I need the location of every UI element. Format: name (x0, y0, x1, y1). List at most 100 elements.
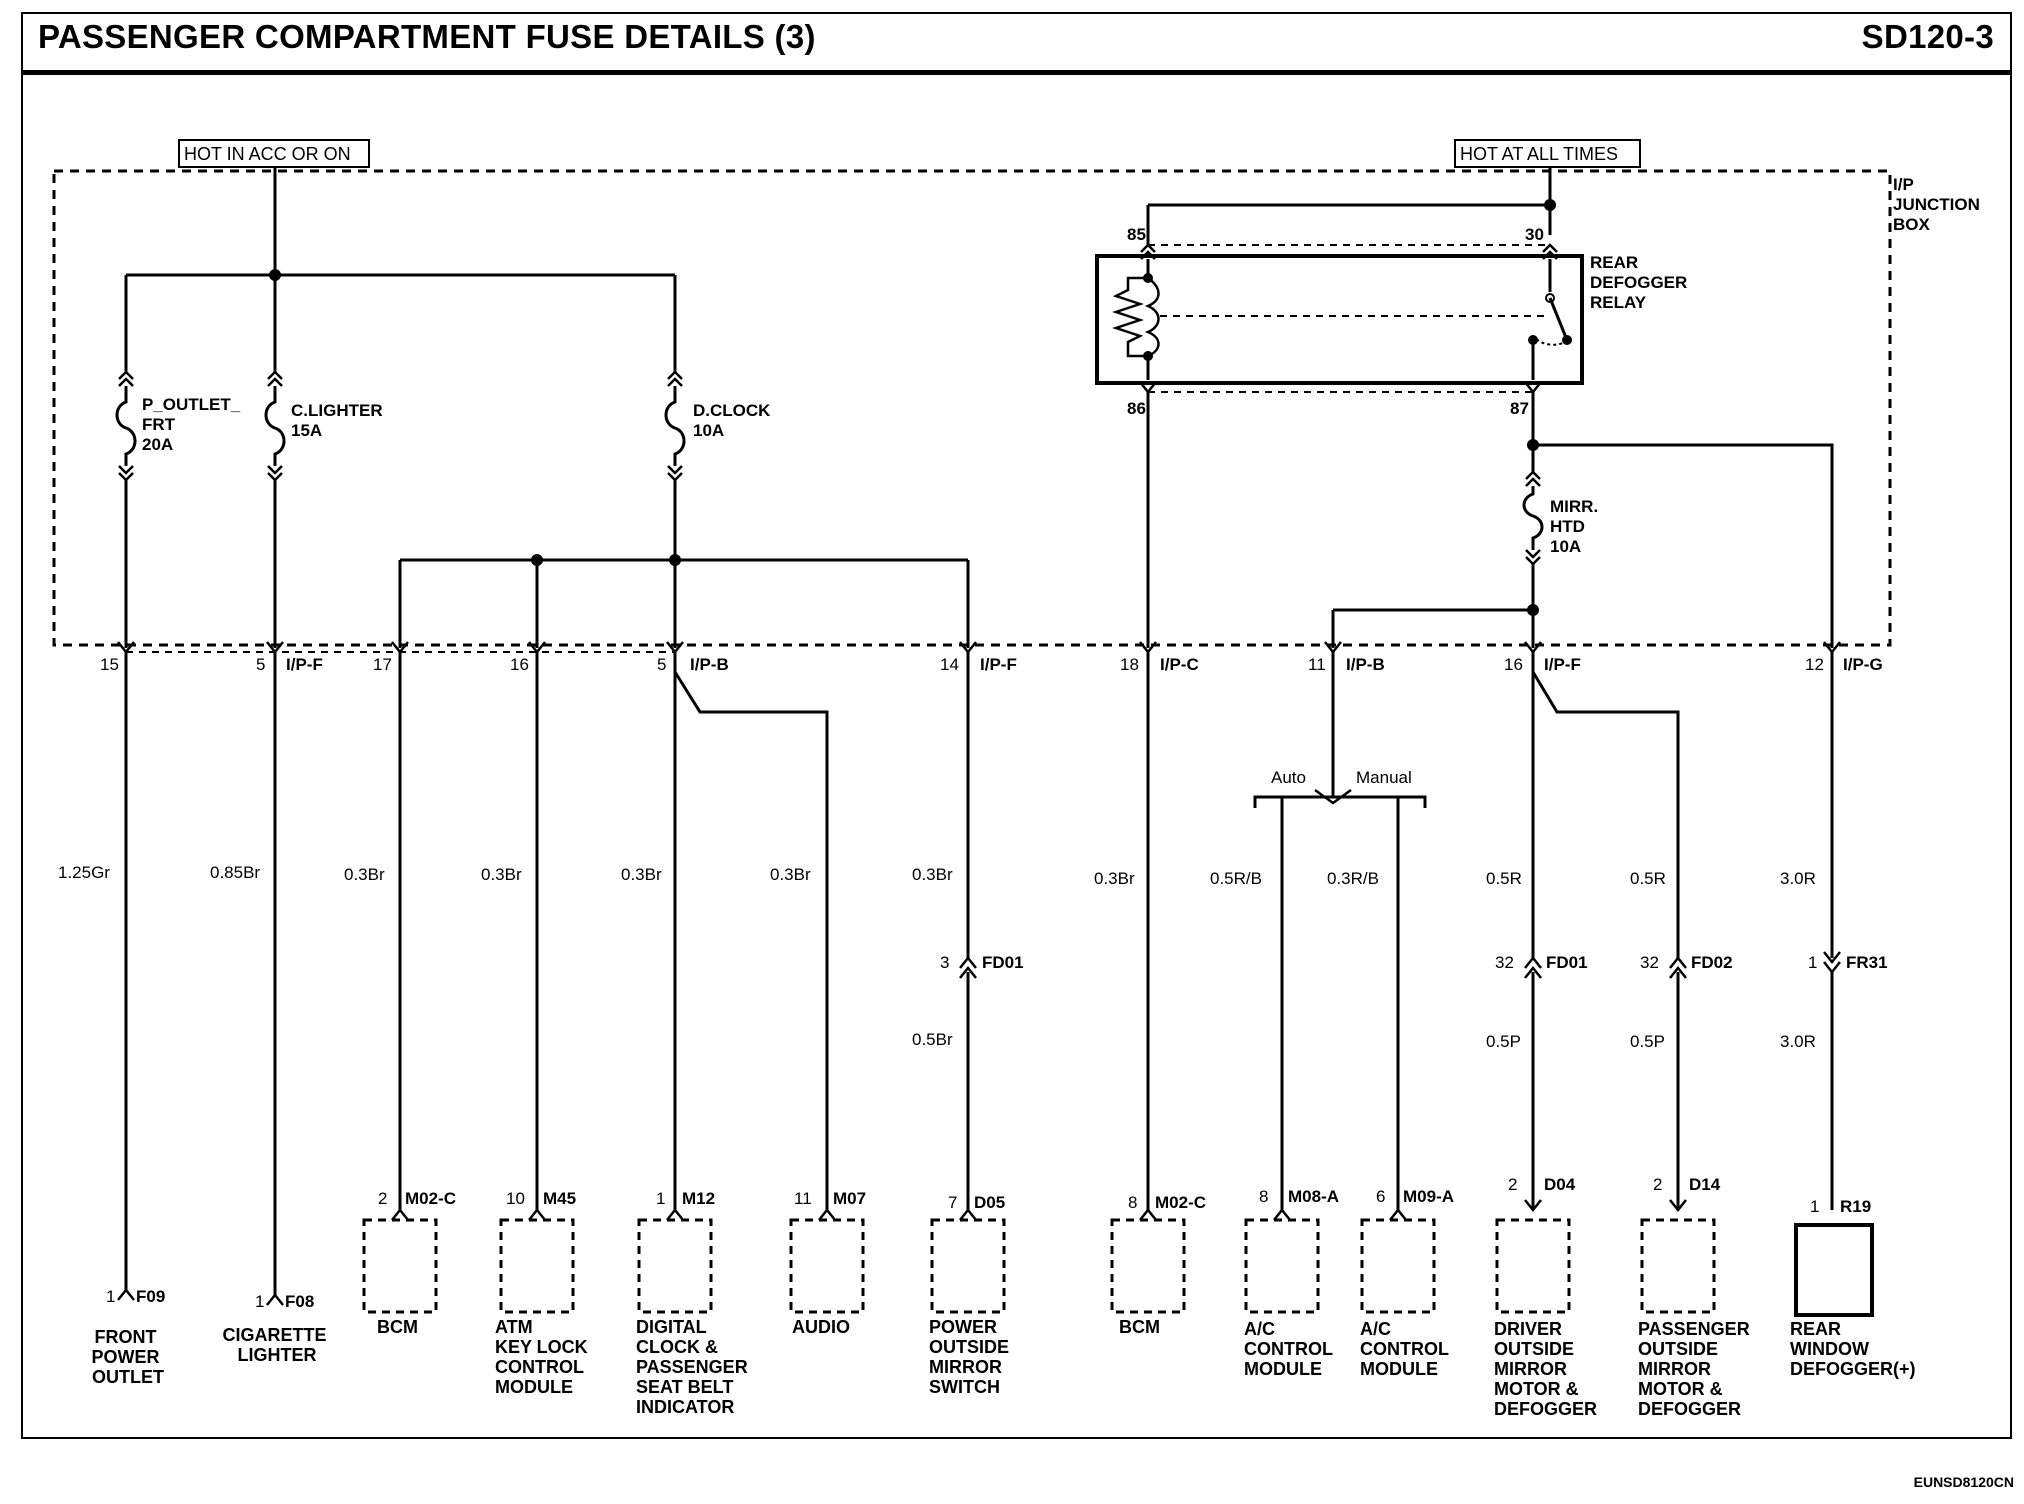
component-driver-mirror: DRIVER OUTSIDE MIRROR MOTOR & DEFOGGER (1494, 1319, 1597, 1419)
page-title: PASSENGER COMPARTMENT FUSE DETAILS (3) (38, 18, 816, 55)
svg-text:I/P-G: I/P-G (1843, 655, 1883, 674)
svg-text:8: 8 (1128, 1193, 1137, 1212)
svg-text:0.5R/B: 0.5R/B (1210, 869, 1262, 888)
fuse-label-mirr-htd: MIRR. HTD 10A (1550, 497, 1603, 556)
component-connector-labels: 1 F09 1 F08 2 M02-C 10 M45 1 M12 11 M07 … (106, 1175, 1871, 1311)
svg-text:0.3R/B: 0.3R/B (1327, 869, 1379, 888)
svg-text:0.85Br: 0.85Br (210, 863, 260, 882)
component-boxes (362, 1218, 1716, 1314)
component-cigarette-lighter: CIGARETTE LIGHTER (222, 1325, 331, 1365)
diagram-frame (21, 12, 2012, 1439)
svg-text:0.3Br: 0.3Br (481, 865, 522, 884)
svg-text:D14: D14 (1689, 1175, 1721, 1194)
splice-acc-bus (269, 269, 281, 281)
svg-text:3.0R: 3.0R (1780, 1032, 1816, 1051)
clock-bus (398, 558, 970, 648)
svg-text:1: 1 (1810, 1197, 1819, 1216)
component-passenger-mirror: PASSENGER OUTSIDE MIRROR MOTOR & DEFOGGE… (1638, 1319, 1755, 1419)
relay-pin-30: 30 (1525, 225, 1544, 244)
fuse-c-lighter (264, 370, 286, 648)
rear-defogger-relay (1095, 167, 1584, 648)
svg-text:R19: R19 (1840, 1197, 1871, 1216)
page-code: SD120-3 (1861, 18, 1994, 55)
svg-text:2: 2 (378, 1189, 387, 1208)
svg-text:18: 18 (1120, 655, 1139, 674)
svg-text:0.3Br: 0.3Br (621, 865, 662, 884)
svg-text:F09: F09 (136, 1287, 165, 1306)
svg-text:32: 32 (1640, 953, 1659, 972)
svg-text:I/P-F: I/P-F (286, 655, 323, 674)
fuse-d-clock (664, 370, 686, 560)
component-digital-clock: DIGITAL CLOCK & PASSENGER SEAT BELT INDI… (636, 1317, 753, 1417)
svg-text:17: 17 (373, 655, 392, 674)
document-id: EUNSD8120CN (1913, 1474, 2014, 1490)
wire-color-labels: 1.25Gr 0.85Br 0.3Br 0.3Br 0.3Br 0.3Br 0.… (58, 863, 1816, 1051)
svg-text:11: 11 (1308, 655, 1326, 674)
acc-power-label: HOT IN ACC OR ON (184, 144, 351, 164)
svg-text:16: 16 (510, 655, 529, 674)
rear-defogger-box (1794, 1223, 1874, 1317)
relay-pin-85: 85 (1127, 225, 1146, 244)
svg-text:M02-C: M02-C (1155, 1193, 1206, 1212)
component-audio: AUDIO (792, 1317, 850, 1337)
svg-text:0.5P: 0.5P (1486, 1032, 1521, 1051)
svg-text:0.3Br: 0.3Br (344, 865, 385, 884)
splice-clock-bus-a (531, 554, 543, 566)
relay-pin-86: 86 (1127, 399, 1146, 418)
svg-text:I/P-F: I/P-F (1544, 655, 1581, 674)
svg-text:M09-A: M09-A (1403, 1187, 1454, 1206)
svg-text:M07: M07 (833, 1189, 866, 1208)
svg-text:12: 12 (1805, 655, 1824, 674)
svg-text:I/P-F: I/P-F (980, 655, 1017, 674)
battery-power-label: HOT AT ALL TIMES (1460, 144, 1618, 164)
component-ac-control-manual: A/C CONTROL MODULE (1360, 1319, 1454, 1379)
svg-text:M08-A: M08-A (1288, 1187, 1339, 1206)
svg-text:7: 7 (948, 1193, 957, 1212)
relay-pin-87: 87 (1510, 399, 1529, 418)
svg-text:14: 14 (940, 655, 959, 674)
splice-mirr (1527, 604, 1539, 616)
component-ac-control-auto: A/C CONTROL MODULE (1244, 1319, 1338, 1379)
svg-text:10: 10 (506, 1189, 525, 1208)
fuse-label-p-outlet: P_OUTLET_ FRT 20A (142, 395, 245, 454)
svg-text:1: 1 (656, 1189, 665, 1208)
relay-label: REAR DEFOGGER RELAY (1590, 253, 1692, 312)
jb-pin-labels: 15 5 I/P-F 17 16 5 I/P-B 14 I/P-F 18 I/P… (100, 655, 1883, 674)
component-bcm-1: BCM (377, 1317, 418, 1337)
svg-text:0.5R: 0.5R (1486, 869, 1522, 888)
splice-clock-bus-b (669, 554, 681, 566)
svg-text:1: 1 (1808, 953, 1817, 972)
svg-text:FD01: FD01 (1546, 953, 1588, 972)
svg-text:2: 2 (1653, 1175, 1662, 1194)
component-atm-key-lock: ATM KEY LOCK CONTROL MODULE (495, 1317, 593, 1397)
svg-text:0.5R: 0.5R (1630, 869, 1666, 888)
inline-connector-labels: 3 FD01 32 FD01 32 FD02 1 FR31 (940, 953, 1888, 972)
svg-text:5: 5 (657, 655, 666, 674)
acc-power-box (178, 139, 370, 168)
relay-output-wiring (1331, 443, 1834, 648)
component-connectors (116, 1198, 1688, 1307)
split-manual-label: Manual (1356, 768, 1412, 787)
svg-text:16: 16 (1504, 655, 1523, 674)
svg-text:0.3Br: 0.3Br (770, 865, 811, 884)
svg-text:32: 32 (1495, 953, 1514, 972)
svg-text:0.3Br: 0.3Br (1094, 869, 1135, 888)
fuse-label-c-lighter: C.LIGHTER 15A (291, 401, 387, 440)
svg-text:M02-C: M02-C (405, 1189, 456, 1208)
svg-text:6: 6 (1376, 1187, 1385, 1206)
svg-text:1: 1 (255, 1292, 264, 1311)
fuse-label-d-clock: D.CLOCK 10A (693, 401, 775, 440)
component-bcm-2: BCM (1119, 1317, 1160, 1337)
svg-text:8: 8 (1259, 1187, 1268, 1206)
split-connector (1314, 788, 1352, 805)
svg-text:I/P-B: I/P-B (1346, 655, 1385, 674)
junction-box-label: I/P JUNCTION BOX (1893, 175, 1985, 234)
svg-text:0.5Br: 0.5Br (912, 1030, 953, 1049)
svg-text:0.3Br: 0.3Br (912, 865, 953, 884)
svg-text:1.25Gr: 1.25Gr (58, 863, 110, 882)
svg-text:M45: M45 (543, 1189, 576, 1208)
output-wires (124, 652, 1834, 1295)
acc-bus (124, 167, 677, 372)
component-rear-window-defogger: REAR WINDOW DEFOGGER(+) (1790, 1319, 1916, 1379)
